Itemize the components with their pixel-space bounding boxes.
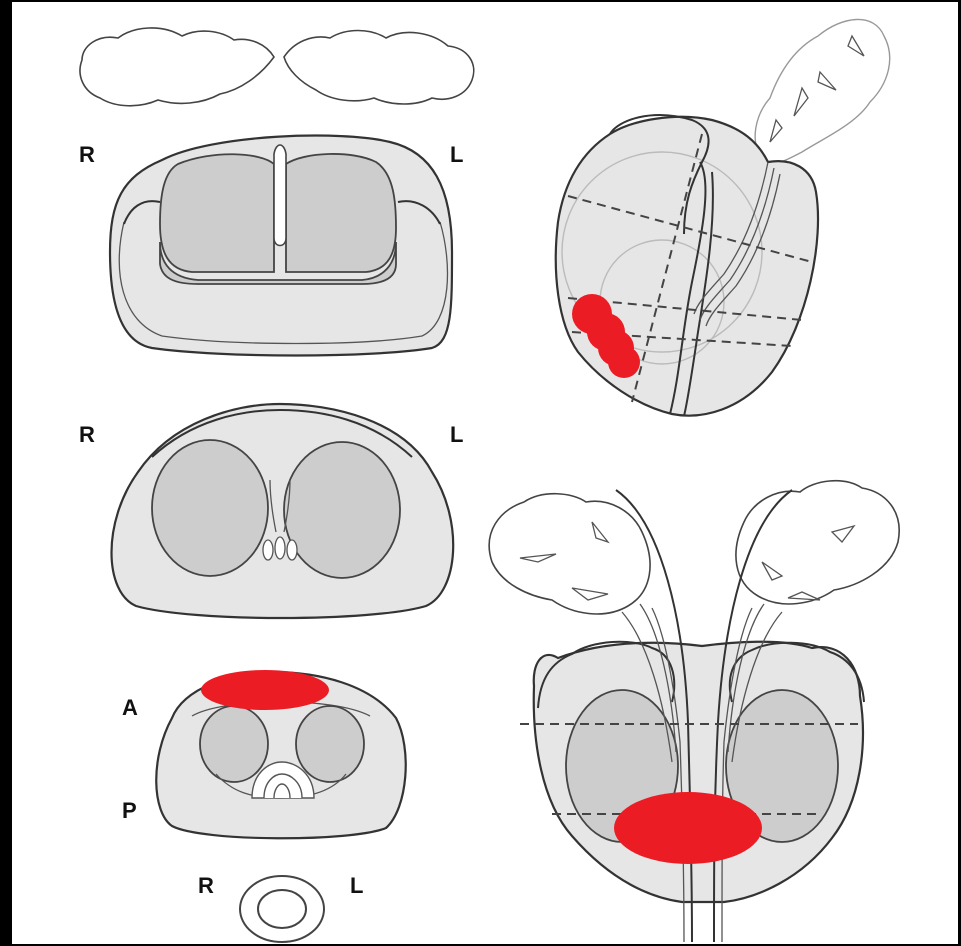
coronal-seminal-vesicle-right [489, 494, 650, 614]
sagittal-seminal-vesicle [755, 19, 890, 163]
apex-axial-section [156, 670, 405, 838]
base-central-zone-right [160, 154, 274, 272]
anatomy-diagram [12, 2, 958, 944]
coronal-seminal-vesicle-left [736, 481, 899, 604]
base-central-zone-left [286, 154, 396, 272]
diagram-canvas: R L R L A P R L [12, 2, 958, 944]
coronal-apical-lesion [614, 792, 762, 864]
mid-ejaculatory-ducts [263, 537, 297, 560]
mid-transition-zone-left [284, 442, 400, 578]
sagittal-gland-outline [556, 117, 818, 416]
base-ejaculatory-cleft [274, 145, 286, 246]
apex-zone-left [296, 706, 364, 782]
mid-axial-section [112, 404, 454, 618]
seminal-vesicle-right [80, 28, 274, 106]
seminal-vesicles-axial [80, 28, 474, 106]
base-axial-section [110, 136, 452, 356]
urethra-inner-ring [258, 890, 306, 928]
apex-anterior-lesion [201, 670, 329, 710]
seminal-vesicle-left [284, 31, 474, 105]
mid-transition-zone-right [152, 440, 268, 576]
coronal-view [489, 481, 899, 942]
urethra-cross-section [240, 876, 324, 942]
apex-zone-right [200, 706, 268, 782]
sagittal-view [556, 19, 890, 416]
